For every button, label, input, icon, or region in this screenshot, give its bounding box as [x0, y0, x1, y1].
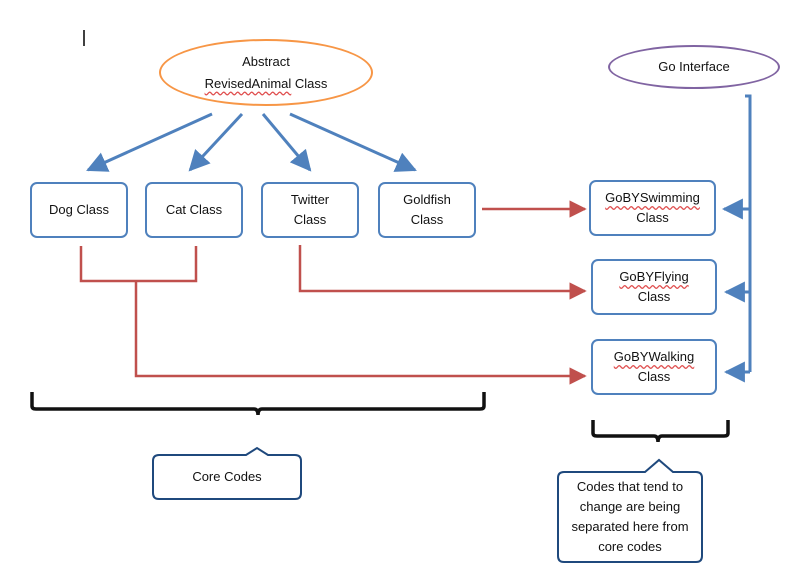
goby-flying-line2: Class	[637, 289, 671, 304]
callout-core-text: Core Codes	[153, 455, 301, 499]
callout-changing-line-2: change are being	[579, 499, 681, 514]
callout-core-label: Core Codes	[192, 469, 262, 484]
twitter-class-line2: Class	[293, 212, 327, 227]
abstract-class-line1: Abstract	[242, 53, 290, 69]
goby-walking-box: GoBYWalking Class	[591, 339, 717, 395]
callout-changing-text: Codes that tend to change are being sepa…	[558, 474, 702, 560]
goby-swimming-line2: Class	[636, 210, 669, 225]
goby-swimming-line1: GoBYSwimming	[605, 190, 700, 205]
goldfish-class-box: Goldfish Class	[378, 182, 476, 238]
arrow-abstract-to-goldfish	[289, 112, 417, 172]
bracket-changing	[591, 420, 730, 443]
goldfish-class-line2: Class	[410, 212, 444, 227]
goby-flying-box: GoBYFlying Class	[591, 259, 717, 315]
arrow-abstract-to-twitter	[261, 113, 312, 172]
goby-walking-line2: Class	[637, 369, 671, 384]
interface-connector	[745, 94, 752, 372]
twitter-class-line1: Twitter	[290, 192, 330, 207]
callout-changing-shape	[557, 458, 703, 563]
goby-walking-line1: GoBYWalking	[613, 349, 695, 364]
arrow-abstract-to-cat	[188, 112, 244, 172]
twitter-class-box: Twitter Class	[261, 182, 359, 238]
dog-class-box: Dog Class	[30, 182, 128, 238]
arrow-dog-cat-to-walking	[134, 281, 587, 385]
callout-core-shape	[152, 446, 302, 500]
callout-changing-line-3: separated here from	[571, 519, 689, 534]
cat-class-box: Cat Class	[145, 182, 243, 238]
goldfish-class-line1: Goldfish	[403, 192, 451, 207]
dog-class-label: Dog Class	[49, 202, 109, 217]
arrow-twitter-to-flying	[298, 245, 587, 300]
go-interface-oval: Go Interface	[608, 45, 780, 89]
callout-changing-line-1: Codes that tend to	[576, 479, 684, 494]
go-interface-label: Go Interface	[658, 59, 730, 74]
callout-changing-line-4: core codes	[598, 539, 662, 554]
arrow-abstract-to-dog	[86, 112, 213, 172]
abstract-class-name: RevisedAnimal	[204, 75, 292, 91]
abstract-class-suffix: Class	[291, 75, 328, 91]
bracket-core	[30, 392, 486, 416]
cat-class-label: Cat Class	[165, 202, 223, 217]
abstract-class-oval: Abstract RevisedAnimal Class	[159, 39, 373, 106]
goby-flying-line1: GoBYFlying	[619, 269, 689, 284]
connector-dog-cat	[79, 246, 198, 283]
goby-swimming-box: GoBYSwimming Class	[589, 180, 716, 236]
